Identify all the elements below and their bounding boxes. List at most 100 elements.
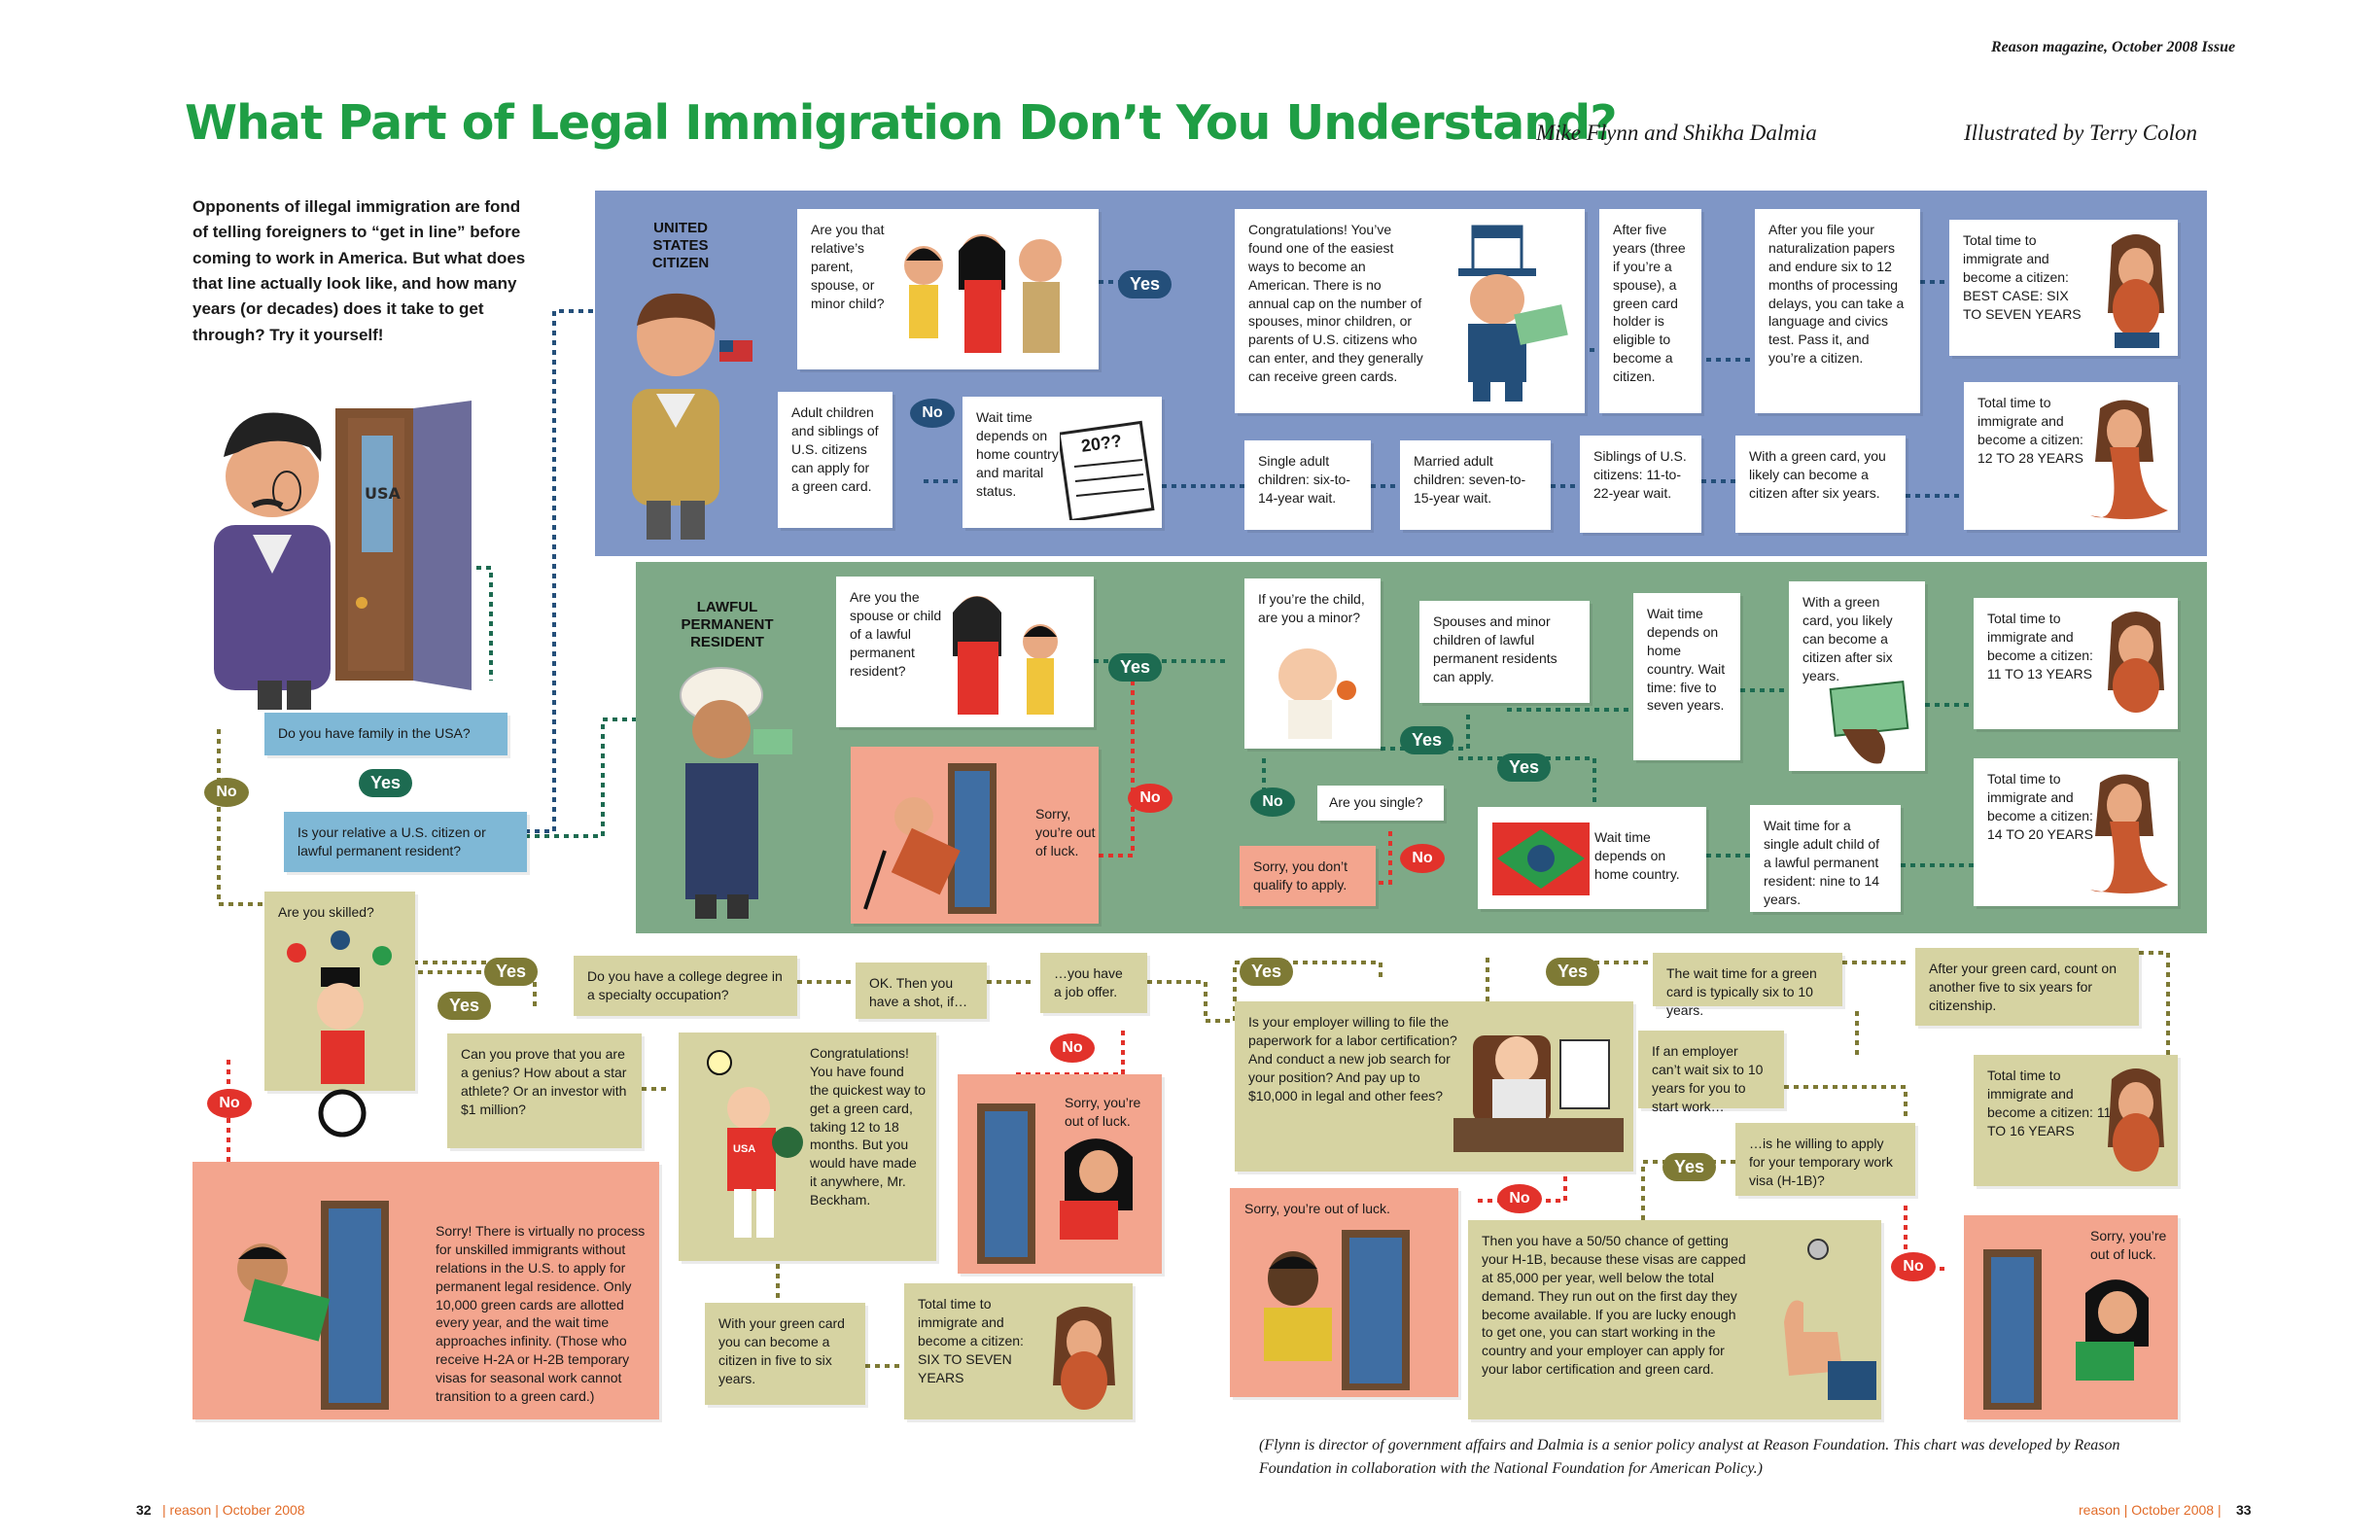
- family-group-illustration: [904, 234, 1062, 353]
- baby-illustration: [1278, 648, 1356, 739]
- uncle-sam-illustration: [1458, 225, 1568, 402]
- woman-at-door-illustration: [1983, 1249, 2149, 1410]
- citizen-siblings-box[interactable]: Siblings of U.S. citizens: 11-to-22-year…: [1580, 436, 1701, 533]
- yes-badge: Yes: [484, 958, 539, 986]
- skilled-question: Are you skilled?: [278, 904, 374, 920]
- lpr-wait3-text: Wait time for a single adult child of a …: [1764, 818, 1880, 907]
- citizen-single-text: Single adult children: six-to-14-year wa…: [1258, 453, 1350, 506]
- citizen-congrats-text: Congratulations! You’ve found one of the…: [1248, 222, 1423, 385]
- lpr-noqualify-text: Sorry, you don’t qualify to apply.: [1253, 858, 1348, 892]
- skilled-congrats-box[interactable]: Congratulations! You have found the quic…: [679, 1032, 936, 1261]
- yes-badge: Yes: [359, 769, 413, 797]
- no-badge: No: [1050, 1033, 1095, 1063]
- employer-outluck2-text: Sorry, you’re out of luck.: [2090, 1228, 2167, 1262]
- no-badge: No: [910, 399, 955, 428]
- skilled-offer-box[interactable]: …you have a job offer.: [1040, 953, 1147, 1013]
- turban-figure-illustration: [680, 667, 792, 919]
- old-person-long-beard-illustration: [2090, 774, 2168, 893]
- lpr-wait-box[interactable]: Wait time depends on home country. Wait …: [1633, 593, 1740, 760]
- skilled-greencard-box[interactable]: With your green card you can become a ci…: [705, 1303, 865, 1405]
- lpr-spouses-apply-box[interactable]: Spouses and minor children of lawful per…: [1419, 601, 1590, 703]
- skilled-genius-box[interactable]: Can you prove that you are a genius? How…: [447, 1033, 642, 1148]
- thumbs-up-coin-illustration: [1784, 1239, 1876, 1400]
- shirt-text: USA: [733, 1143, 756, 1155]
- employer-after-box[interactable]: After your green card, count on another …: [1915, 948, 2139, 1026]
- illustrator: Illustrated by Terry Colon: [1964, 121, 2198, 145]
- skilled-outluck-text: Sorry, you’re out of luck.: [1065, 1095, 1141, 1129]
- employer-h1b-box[interactable]: …is he willing to apply for your tempora…: [1735, 1123, 1915, 1196]
- citizen-greencard-text: With a green card, you likely can become…: [1749, 448, 1886, 501]
- left-page-number: 32: [136, 1502, 152, 1518]
- family-question-box[interactable]: Do you have family in the USA?: [264, 713, 508, 755]
- citizen-adult-children-box[interactable]: Adult children and siblings of U.S. citi…: [778, 392, 892, 528]
- relative-type-box[interactable]: Is your relative a U.S. citizen or lawfu…: [284, 812, 527, 872]
- foreign-flag-illustration: [1492, 822, 1590, 895]
- lpr-single-box[interactable]: Are you single?: [1317, 786, 1444, 821]
- citizen-greencard-box[interactable]: With a green card, you likely can become…: [1735, 436, 1906, 533]
- yes-badge: Yes: [1497, 753, 1552, 782]
- lpr-wait2-text: Wait time depends on home country.: [1594, 829, 1680, 882]
- authors: Mike Flynn and Shikha Dalmia: [1536, 121, 1817, 145]
- mother-child-illustration: [953, 596, 1058, 715]
- citizen-single-box[interactable]: Single adult children: six-to-14-year wa…: [1244, 440, 1371, 530]
- lpr-wait3-box[interactable]: Wait time for a single adult child of a …: [1750, 805, 1901, 912]
- employer-wait-text: The wait time for a green card is typica…: [1666, 965, 1817, 1018]
- no-badge: No: [207, 1089, 252, 1118]
- masthead: Reason magazine, October 2008 Issue: [1991, 39, 2236, 55]
- citizen-married-text: Married adult children: seven-to-15-year…: [1414, 453, 1526, 506]
- citizen-five-years-box[interactable]: After five years (three if you’re a spou…: [1599, 209, 1701, 413]
- no-badge: No: [1128, 784, 1172, 813]
- calendar-illustration: [1060, 420, 1155, 520]
- lpr-noqualify-box[interactable]: Sorry, you don’t qualify to apply.: [1240, 846, 1376, 906]
- aging-person-illustration: [1053, 1307, 1115, 1410]
- no-badge: No: [1891, 1252, 1936, 1281]
- boss-at-desk-illustration: [1453, 1035, 1624, 1152]
- citizen-total-text: Total time to immigrate and become a cit…: [1978, 395, 2083, 466]
- right-page-number: 33: [2236, 1502, 2252, 1518]
- skilled-shot-box[interactable]: OK. Then you have a shot, if…: [856, 962, 987, 1019]
- soccer-player-illustration: [707, 1050, 803, 1238]
- old-man-at-door-illustration: [863, 763, 997, 914]
- lpr-spouses-apply-text: Spouses and minor children of lawful per…: [1433, 613, 1558, 684]
- no-badge: No: [1497, 1184, 1542, 1213]
- man-at-door-illustration: [214, 401, 472, 710]
- no-badge: No: [204, 778, 249, 807]
- skilled-greencard-text: With your green card you can become a ci…: [718, 1315, 845, 1386]
- lpr-wait-text: Wait time depends on home country. Wait …: [1647, 606, 1726, 714]
- yes-badge: Yes: [1400, 726, 1454, 754]
- aging-person-illustration: [2108, 234, 2164, 348]
- family-question: Do you have family in the USA?: [278, 725, 471, 741]
- lpr-section-label: LAWFUL PERMANENT RESIDENT: [681, 599, 774, 650]
- employer-h1b-question: …is he willing to apply for your tempora…: [1749, 1136, 1893, 1188]
- aging-person-illustration: [2108, 1068, 2164, 1172]
- woman-at-door-illustration: [977, 1103, 1133, 1264]
- citizen-best-case-text: Total time to immigrate and become a cit…: [1963, 232, 2082, 322]
- skilled-degree-question: Do you have a college degree in a specia…: [587, 968, 783, 1002]
- citizen-wait-text: Wait time depends on home country and ma…: [976, 409, 1059, 499]
- citizen-married-box[interactable]: Married adult children: seven-to-15-year…: [1400, 440, 1551, 530]
- employer-wait-box[interactable]: The wait time for a green card is typica…: [1653, 953, 1842, 1018]
- lpr-total1-text: Total time to immigrate and become a cit…: [1987, 611, 2093, 682]
- yes-badge: Yes: [1662, 1153, 1717, 1181]
- citizen-naturalization-text: After you file your naturalization paper…: [1768, 222, 1905, 367]
- skilled-degree-box[interactable]: Do you have a college degree in a specia…: [574, 956, 797, 1016]
- credit-note: (Flynn is director of government affairs…: [1259, 1437, 2120, 1477]
- employer-fifty-text: Then you have a 50/50 chance of getting …: [1482, 1233, 1746, 1378]
- citizen-naturalization-box[interactable]: After you file your naturalization paper…: [1755, 209, 1920, 413]
- skilled-total-text: Total time to immigrate and become a cit…: [918, 1296, 1024, 1385]
- aging-person-illustration: [2108, 612, 2164, 713]
- lpr-single-question: Are you single?: [1329, 794, 1423, 810]
- employer-outluck-text: Sorry, you’re out of luck.: [1244, 1201, 1390, 1216]
- man-at-door-illustration: [1264, 1230, 1410, 1390]
- lpr-greencard-text: With a green card, you likely can become…: [1802, 594, 1893, 683]
- citizen-five-years-text: After five years (three if you’re a spou…: [1613, 222, 1686, 385]
- employer-cant-wait-box[interactable]: If an employer can’t wait six to 10 year…: [1638, 1031, 1784, 1114]
- page-title: What Part of Legal Immigration Don’t You…: [185, 95, 1618, 151]
- unskilled-sorry-text: Sorry! There is virtually no process for…: [436, 1223, 646, 1405]
- employer-total-text: Total time to immigrate and become a cit…: [1987, 1068, 2112, 1138]
- yes-badge: Yes: [438, 992, 492, 1020]
- skilled-shot-text: OK. Then you have a shot, if…: [869, 975, 968, 1009]
- man-out-door-illustration: [237, 1201, 389, 1410]
- lpr-total2-text: Total time to immigrate and become a cit…: [1987, 771, 2093, 842]
